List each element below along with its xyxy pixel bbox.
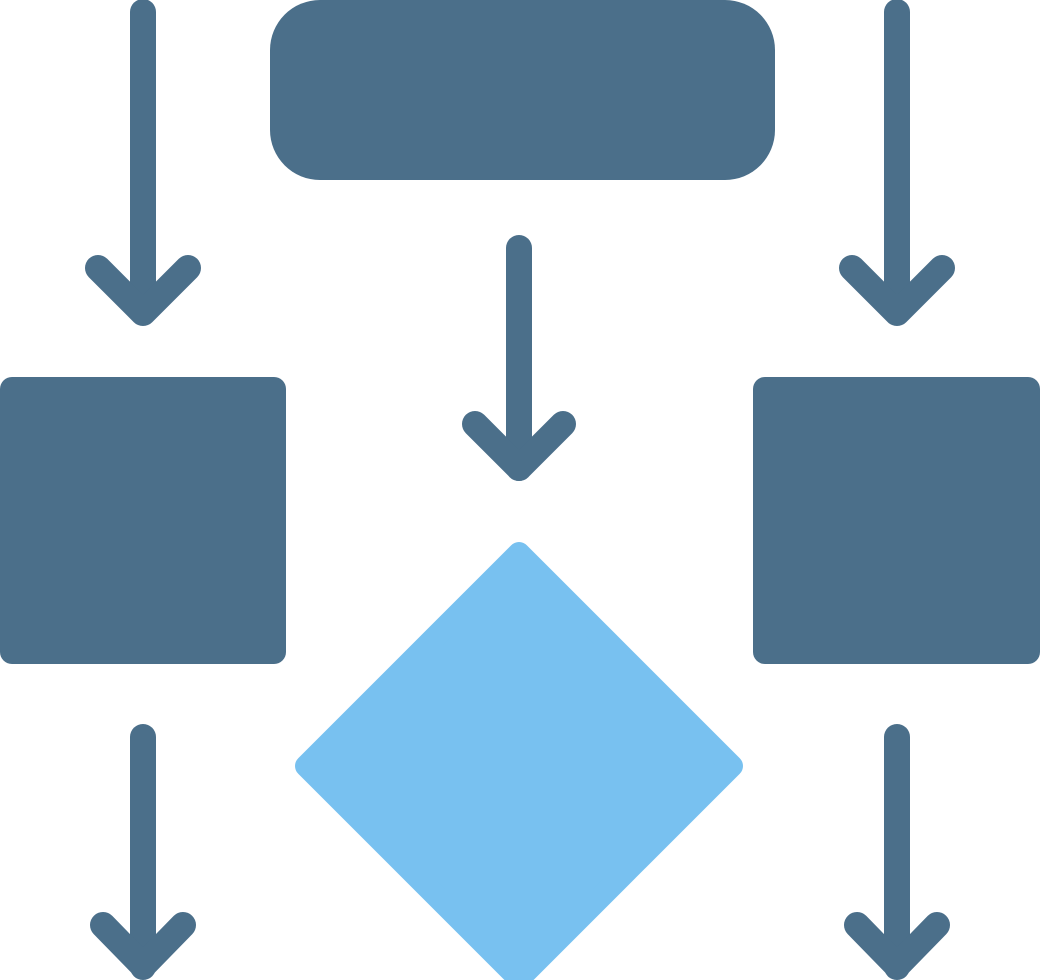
arrow-bottom-right-down bbox=[844, 724, 950, 980]
decision-diamond bbox=[295, 542, 743, 980]
right-process-box bbox=[753, 377, 1040, 664]
left-process-box bbox=[0, 377, 286, 664]
start-terminal-shape bbox=[270, 0, 775, 180]
arrow-top-left-down bbox=[85, 0, 201, 326]
arrow-center-down bbox=[462, 235, 576, 481]
arrow-bottom-left-down bbox=[90, 724, 196, 980]
arrow-top-right-down bbox=[839, 0, 955, 326]
